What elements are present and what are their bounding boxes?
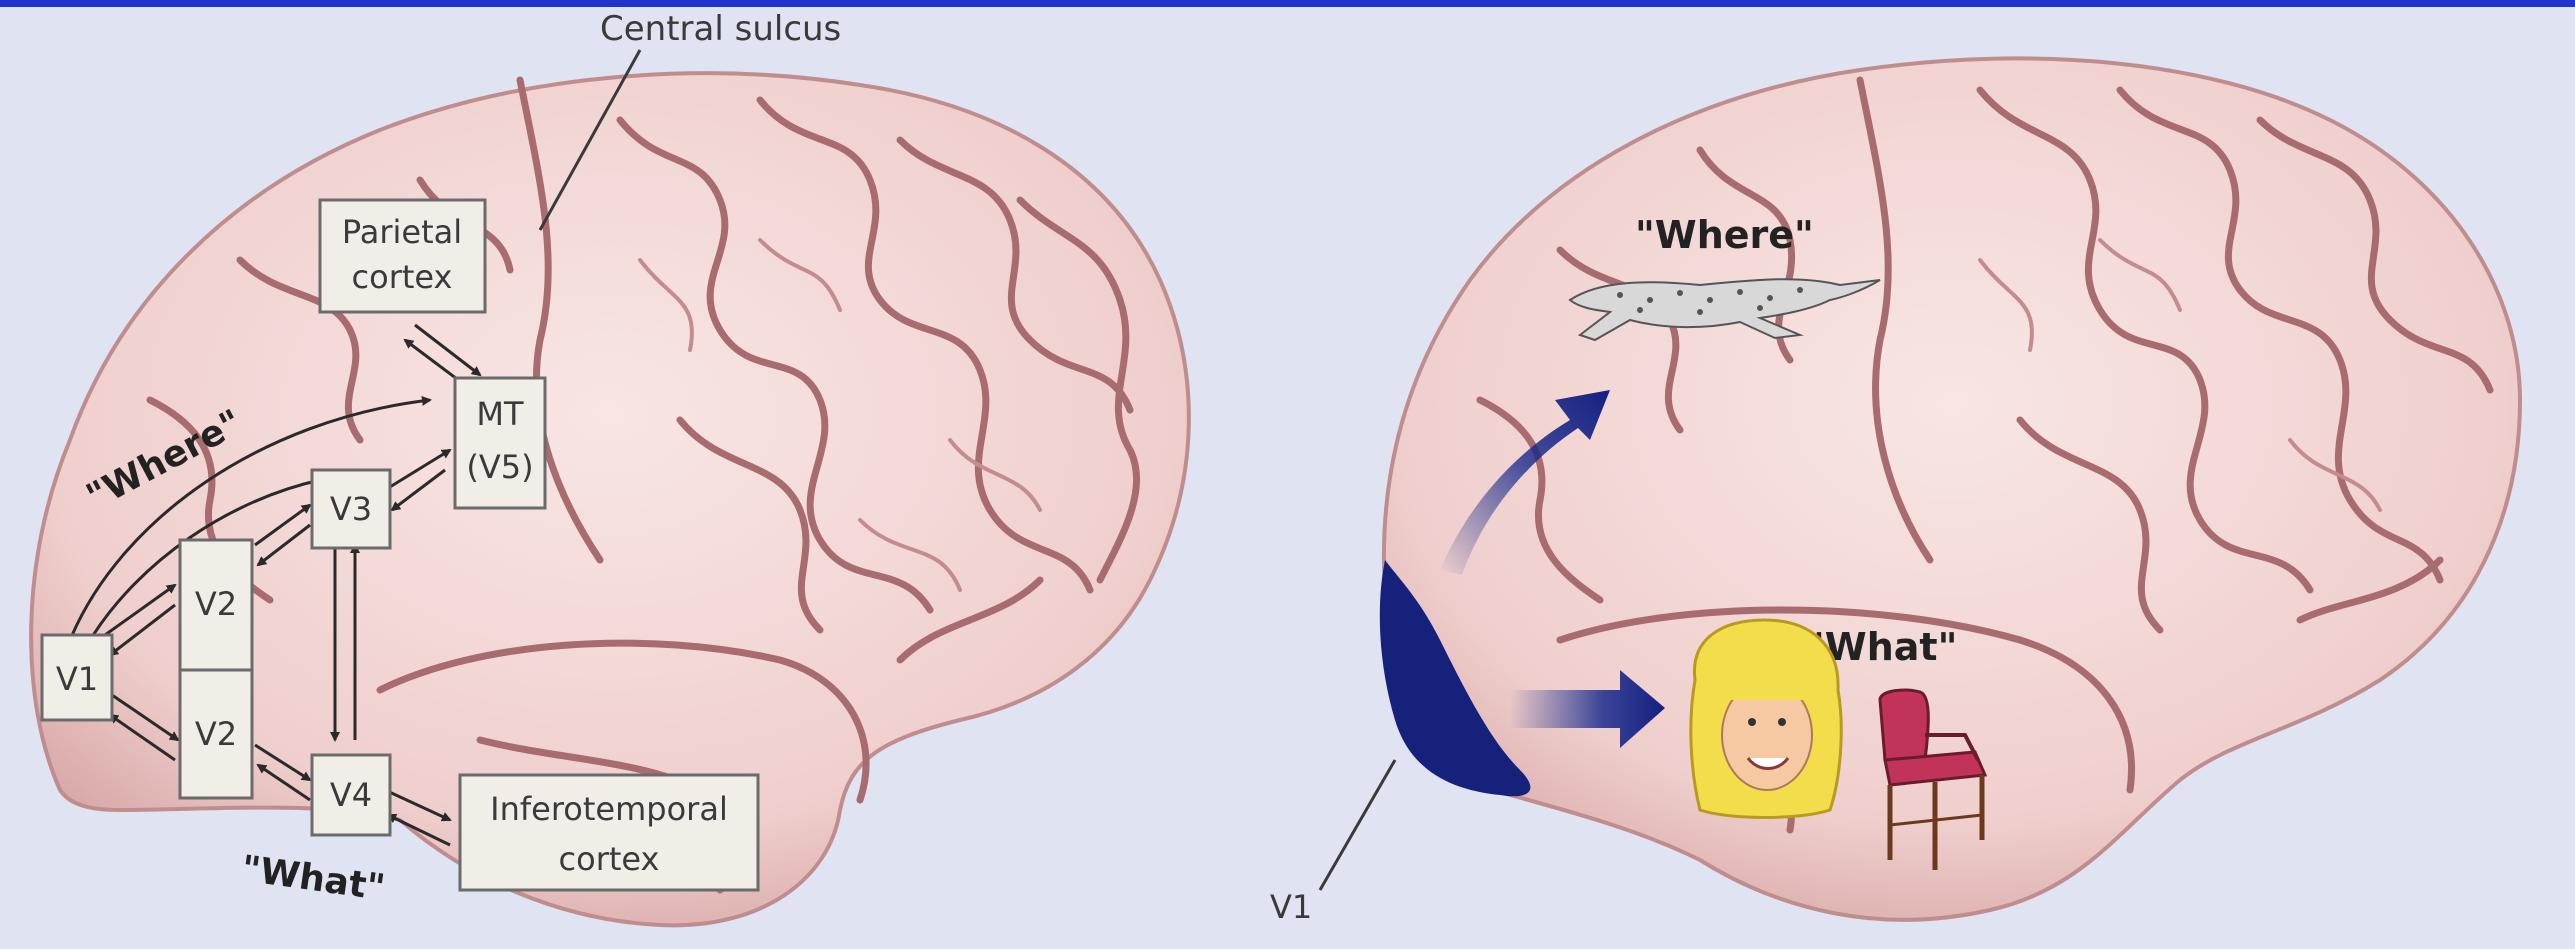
mt-v5-box: MT (V5) bbox=[455, 378, 545, 508]
right-where-label: "Where" bbox=[1635, 213, 1814, 257]
v2-bottom-label: V2 bbox=[195, 715, 237, 753]
v1-box: V1 bbox=[42, 635, 112, 720]
right-brain-outline bbox=[1384, 58, 2520, 919]
v3-box: V3 bbox=[312, 470, 390, 548]
v2-top-box: V2 bbox=[180, 540, 252, 670]
face-icon bbox=[1691, 620, 1841, 818]
mt-label-line2: (V5) bbox=[466, 448, 533, 486]
inferotemporal-label-line2: cortex bbox=[559, 840, 660, 878]
v4-label: V4 bbox=[330, 776, 372, 814]
v4-box: V4 bbox=[312, 755, 390, 835]
inferotemporal-cortex-box: Inferotemporal cortex bbox=[460, 775, 758, 890]
inferotemporal-label-line1: Inferotemporal bbox=[490, 790, 728, 828]
left-what-label: "What" bbox=[239, 848, 388, 909]
central-sulcus-label: Central sulcus bbox=[600, 9, 841, 49]
v3-label: V3 bbox=[330, 490, 372, 528]
v2-bottom-box: V2 bbox=[180, 670, 252, 798]
top-border bbox=[0, 0, 2575, 7]
v1-label: V1 bbox=[56, 660, 98, 698]
v2-top-label: V2 bbox=[195, 585, 237, 623]
parietal-cortex-box: Parietal cortex bbox=[320, 200, 485, 312]
right-brain bbox=[1384, 58, 2520, 919]
parietal-label-line2: cortex bbox=[352, 258, 453, 296]
mt-label-line1: MT bbox=[476, 395, 524, 433]
right-v1-label: V1 bbox=[1270, 888, 1312, 926]
v1-leader-line bbox=[1320, 760, 1395, 890]
parietal-label-line1: Parietal bbox=[342, 213, 462, 251]
